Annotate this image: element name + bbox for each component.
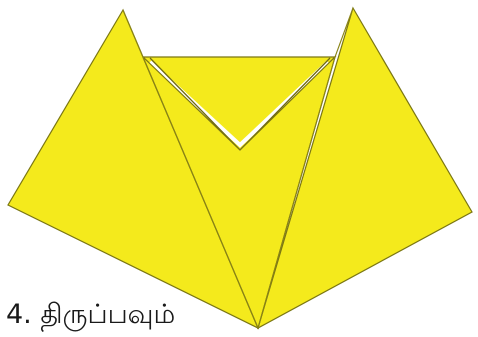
step-caption: 4. திருப்பவும் [6, 298, 175, 332]
